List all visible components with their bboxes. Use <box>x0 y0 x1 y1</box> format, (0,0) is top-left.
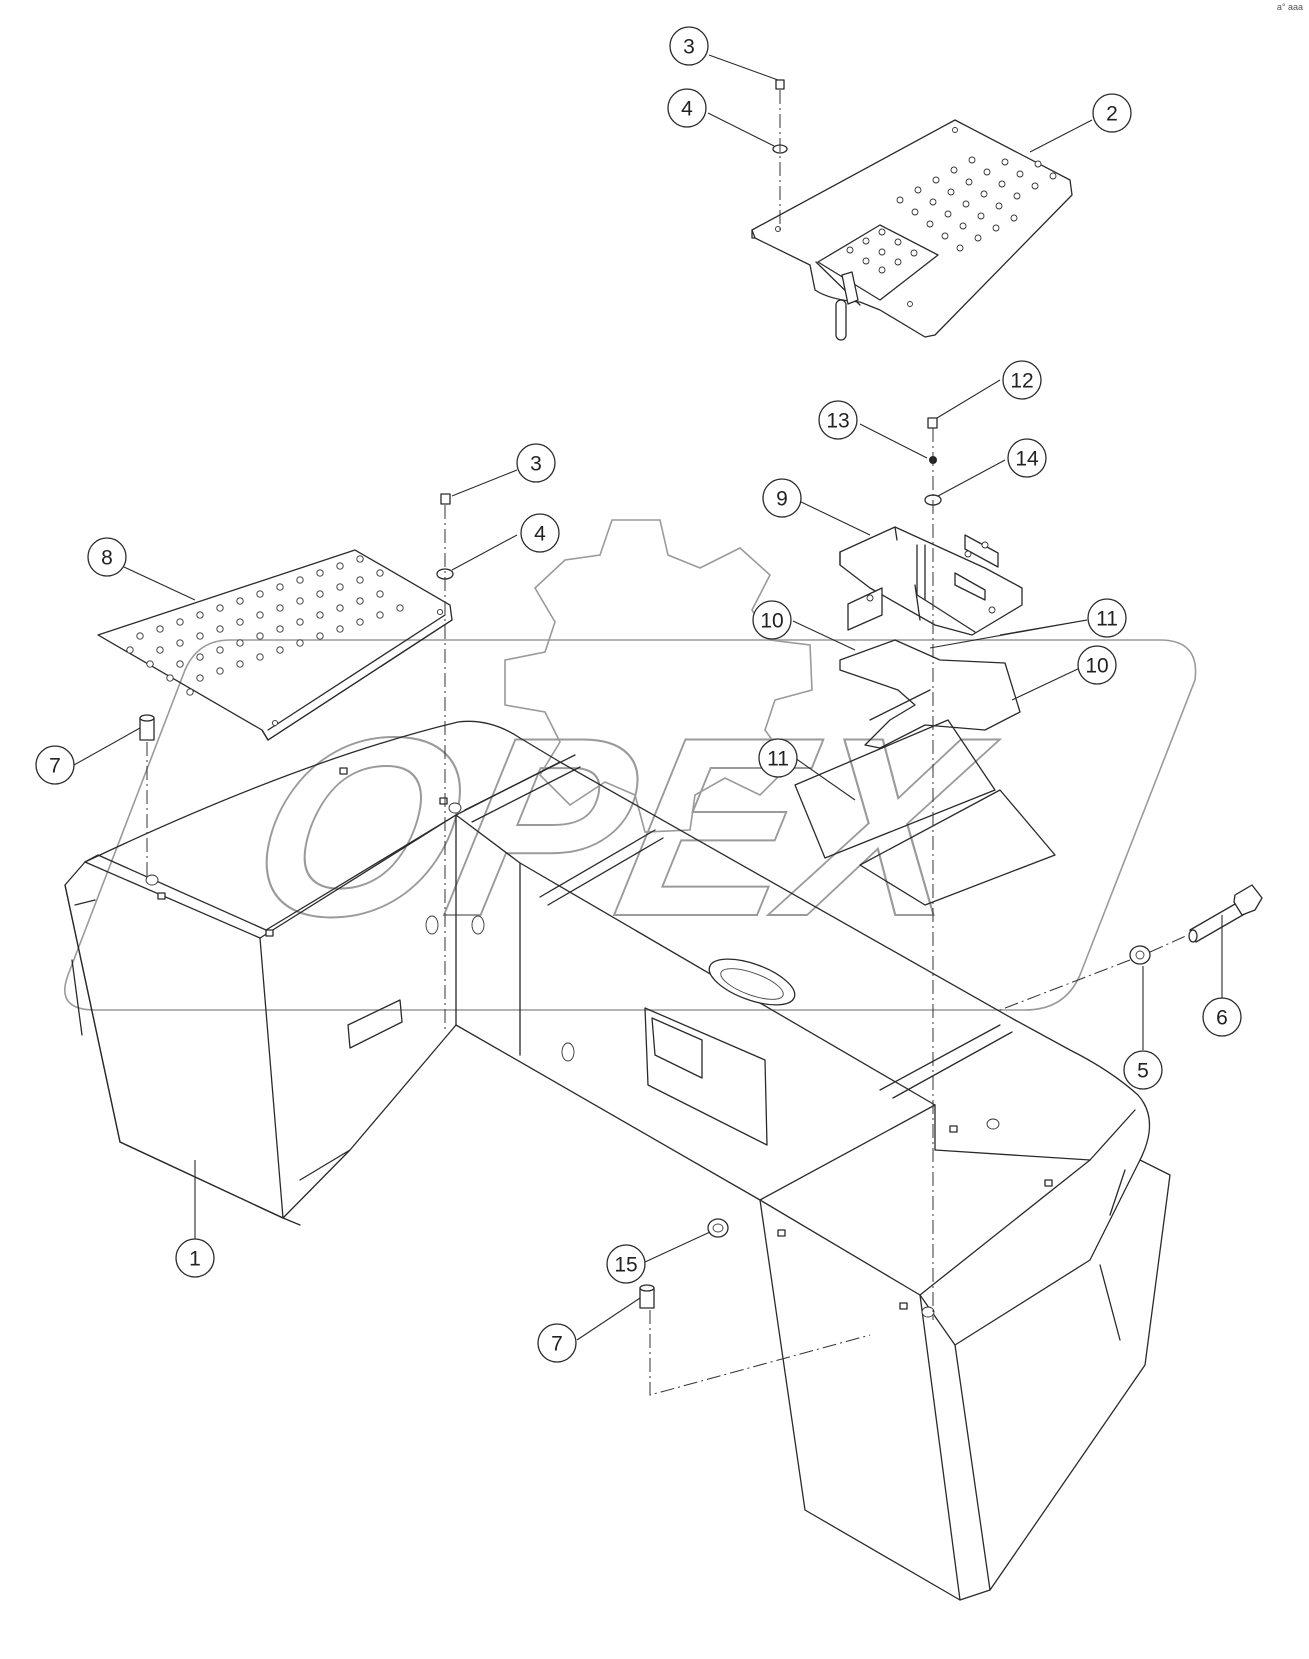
callout-10-right: 10 <box>1077 645 1117 685</box>
corner-mark: a° aaa <box>1276 2 1303 12</box>
shims <box>794 639 1056 906</box>
step-plate-8 <box>97 549 453 741</box>
callout-8: 8 <box>87 537 127 577</box>
hardware <box>139 79 1263 1309</box>
svg-text:4: 4 <box>681 98 693 121</box>
svg-text:15: 15 <box>614 1254 637 1277</box>
callout-3-mid: 3 <box>516 443 556 483</box>
svg-text:7: 7 <box>551 1333 563 1356</box>
svg-text:2: 2 <box>1106 103 1118 126</box>
svg-text:8: 8 <box>101 547 113 570</box>
bracket-9 <box>839 526 1023 636</box>
callout-6: 6 <box>1202 997 1242 1037</box>
watermark-text: OPEX <box>230 685 1012 970</box>
callout-3-top: 3 <box>669 26 709 66</box>
svg-text:3: 3 <box>683 36 695 59</box>
callout-5: 5 <box>1123 1050 1163 1090</box>
callout-11-left: 11 <box>758 738 798 778</box>
svg-text:10: 10 <box>760 610 783 633</box>
svg-text:4: 4 <box>534 523 546 546</box>
svg-text:13: 13 <box>826 410 849 433</box>
leader-lines <box>73 54 1223 1341</box>
svg-text:11: 11 <box>1096 608 1118 631</box>
svg-text:14: 14 <box>1015 448 1039 471</box>
svg-text:5: 5 <box>1137 1060 1149 1083</box>
svg-text:1: 1 <box>189 1248 201 1271</box>
callout-7-bottom: 7 <box>537 1323 577 1363</box>
callout-13: 13 <box>818 400 858 440</box>
watermark-outline <box>64 639 1197 1011</box>
callout-2: 2 <box>1092 93 1132 133</box>
callout-15: 15 <box>606 1244 646 1284</box>
step-plate-2 <box>751 119 1073 341</box>
watermark-gear <box>504 519 813 833</box>
callout-4-top: 4 <box>667 88 707 128</box>
centre-opening <box>644 1007 768 1146</box>
callout-10-left: 10 <box>752 600 792 640</box>
watermark: OPEX <box>64 519 1197 1011</box>
svg-text:12: 12 <box>1010 370 1033 393</box>
callout-12: 12 <box>1002 360 1042 400</box>
svg-text:11: 11 <box>767 748 789 771</box>
callout-1: 1 <box>175 1238 215 1278</box>
assembly-axes <box>146 90 1189 1396</box>
callout-14: 14 <box>1007 438 1047 478</box>
callout-9: 9 <box>762 478 802 518</box>
svg-text:7: 7 <box>49 755 61 778</box>
svg-text:9: 9 <box>776 488 788 511</box>
tow-hole <box>708 958 796 1006</box>
svg-text:10: 10 <box>1085 655 1108 678</box>
counterweight-body <box>64 720 1171 1601</box>
callouts: 3 4 2 12 13 14 3 4 9 8 10 11 10 11 7 6 5… <box>35 26 1242 1363</box>
svg-text:6: 6 <box>1216 1007 1228 1030</box>
callout-7-left: 7 <box>35 745 75 785</box>
callout-11-right: 11 <box>1087 598 1127 638</box>
callout-4-mid: 4 <box>520 513 560 553</box>
svg-text:3: 3 <box>530 453 542 476</box>
